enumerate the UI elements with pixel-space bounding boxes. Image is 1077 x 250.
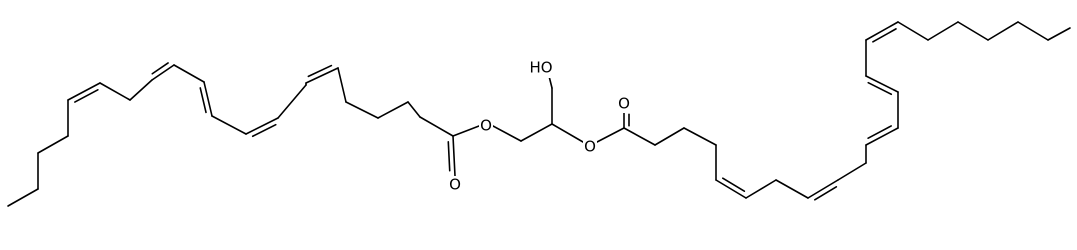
chain-bond-left (129, 79, 153, 101)
alkyl-tail-bond-right (957, 21, 989, 41)
chain-bond-right (775, 179, 809, 199)
chain-bond-left (407, 101, 421, 118)
chain-bond-left (377, 101, 409, 119)
cis-double-bond-left-4 (305, 67, 339, 84)
cis-double-bond-left-2 (151, 62, 169, 75)
ester-oxygen-right-label: O (584, 138, 596, 156)
cis-double-bond-left-1 (67, 82, 101, 101)
chain-bond-right (745, 179, 777, 199)
cis-double-bond-right-3 (867, 125, 892, 140)
cis-double-bond-left-4 (307, 64, 333, 78)
cis-double-bond-right-2 (813, 186, 838, 201)
chain-bond-right (837, 162, 867, 181)
chain-bond-right (654, 127, 685, 146)
cis-double-bond-right-3b (865, 75, 899, 93)
carbonyl-double-bond-left (452, 135, 456, 177)
bond-lines (7, 21, 1071, 207)
alkyl-tail-bond-right (1017, 21, 1049, 41)
atom-label-hydroxyl-group: HO (526, 58, 556, 78)
chain-bond-left (99, 82, 131, 101)
alkyl-tail-bond-right (927, 21, 959, 41)
cis-double-bond-left-2b (199, 87, 207, 114)
cis-double-bond-left-2b (203, 81, 213, 117)
carbonyl-oxygen-right-label: O (618, 95, 630, 113)
cis-double-bond-right-4 (865, 21, 899, 41)
hydroxyl-label: HO (529, 59, 552, 77)
chain-bond-left (173, 64, 205, 83)
cis-double-bond-right-2 (807, 179, 839, 199)
alkyl-tail-bond-left (37, 135, 69, 154)
chain-bond-left (211, 115, 247, 135)
cis-double-bond-left-2 (151, 64, 175, 81)
alkyl-tail-bond-left (7, 188, 39, 207)
ester-bond-right (596, 127, 625, 143)
alkyl-tail-bond-right (987, 21, 1019, 41)
cis-double-bond-left-3 (245, 117, 279, 135)
chain-bond-left (277, 84, 307, 119)
carbonyl-double-bond-left (447, 141, 451, 172)
cis-double-bond-right-4 (872, 28, 897, 43)
glycerol-backbone-bond (551, 123, 584, 143)
cis-double-bond-left-1 (74, 88, 99, 103)
carbonyl-oxygen-left-label: O (449, 176, 461, 194)
ester-bond-left (452, 125, 480, 137)
chain-bond-left (345, 101, 379, 119)
ester-oxygen-left-label: O (480, 117, 492, 135)
ester-bond-left (492, 125, 522, 142)
chain-bond-right (683, 127, 717, 146)
cis-double-bond-right-1 (721, 177, 746, 192)
chain-bond-right (623, 127, 656, 146)
cis-double-bond-right-3b (867, 81, 893, 96)
chain-bond-left (419, 116, 454, 137)
cis-double-bond-left-3 (251, 123, 277, 138)
cis-double-bond-right-1 (715, 179, 747, 199)
alkyl-tail-bond-right (897, 21, 929, 41)
chain-bond-left (337, 67, 347, 103)
atom-label-ester-oxygen-left: O (479, 117, 493, 135)
atom-label-ester-oxygen-right: O (583, 138, 597, 156)
alkyl-tail-bond-right (1047, 27, 1071, 41)
glycerol-backbone-bond (520, 123, 553, 142)
atom-label-carbonyl-oxygen-left: O (448, 176, 462, 194)
cis-double-bond-right-3 (865, 127, 899, 146)
atom-label-carbonyl-oxygen-right: O (617, 95, 631, 113)
